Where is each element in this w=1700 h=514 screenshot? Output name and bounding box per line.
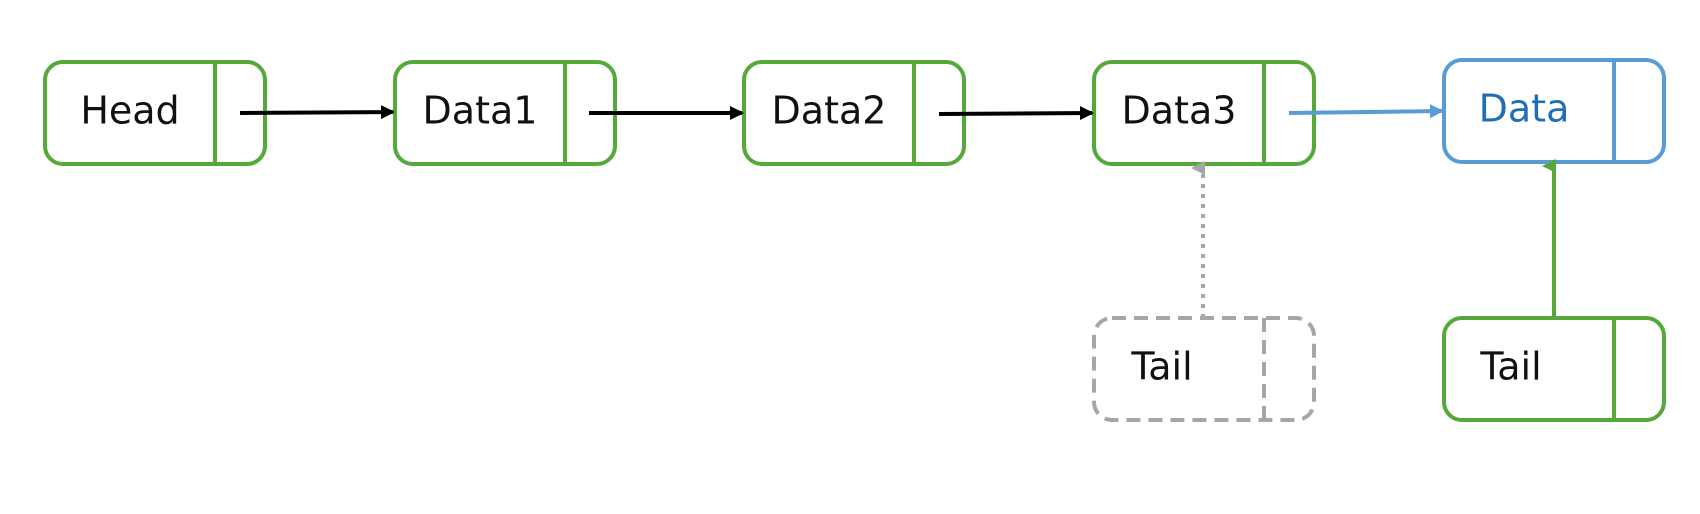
node-data3: Data3 [1092,60,1316,166]
node-tail-new: Tail [1442,316,1666,422]
node-data-new-label: Data [1479,87,1570,131]
arrow-data2-to-data3 [938,106,1094,121]
node-tail-old: Tail [1092,316,1316,422]
arrow-data3-to-data-new [1288,104,1444,119]
node-head-label: Head [80,89,179,133]
node-data1-label: Data1 [423,89,538,133]
node-tail-old-label: Tail [1130,345,1192,389]
node-tail-new-label: Tail [1479,345,1541,389]
node-data3-label: Data3 [1122,89,1237,133]
arrow-head-to-data1 [239,105,395,120]
node-data1: Data1 [393,60,617,166]
node-data-new: Data [1442,58,1666,164]
node-data2-label: Data2 [772,89,887,133]
node-data2: Data2 [742,60,966,166]
node-head: Head [43,60,267,166]
